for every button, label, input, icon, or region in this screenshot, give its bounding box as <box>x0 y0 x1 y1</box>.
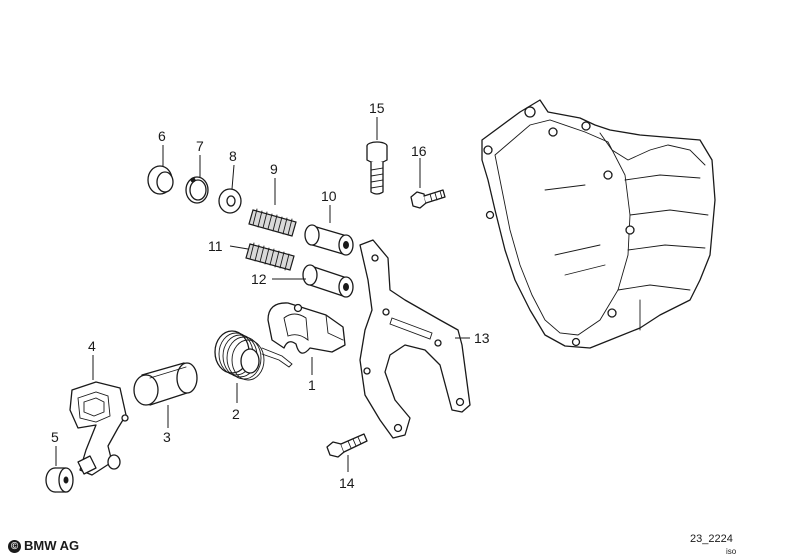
copyright-text: BMW AG <box>24 538 80 553</box>
part-label-4: 4 <box>88 338 96 354</box>
part-label-9: 9 <box>270 161 278 177</box>
spring-9 <box>248 208 297 237</box>
bushing-3 <box>133 362 198 406</box>
shift-fork-1 <box>267 302 346 354</box>
circlip-7 <box>185 176 209 204</box>
part-label-13: 13 <box>474 330 490 346</box>
part-label-8: 8 <box>229 148 237 164</box>
copyright-notice: ©BMW AG <box>8 538 79 553</box>
leader-lines <box>55 117 470 472</box>
part-label-6: 6 <box>158 128 166 144</box>
copyright-icon: © <box>8 540 21 553</box>
seal-ring-6 <box>147 165 174 195</box>
drawing-number: 23_2224 <box>690 533 733 545</box>
part-number-labels: 6 7 8 9 10 11 12 15 16 13 1 2 3 4 5 14 <box>51 100 490 491</box>
view-tag: iso <box>726 547 737 556</box>
part-label-5: 5 <box>51 429 59 445</box>
spring-11 <box>245 242 295 271</box>
part-label-15: 15 <box>369 100 385 116</box>
sleeve-10 <box>304 224 354 256</box>
roller-5 <box>45 467 74 493</box>
part-label-3: 3 <box>163 429 171 445</box>
sleeve-12 <box>302 264 354 298</box>
part-label-1: 1 <box>308 377 316 393</box>
bolt-16 <box>410 189 446 209</box>
bracket-plate-13 <box>359 239 471 439</box>
part-label-2: 2 <box>232 406 240 422</box>
part-label-11: 11 <box>208 238 223 254</box>
part-label-12: 12 <box>251 271 267 287</box>
shift-lever-4 <box>69 381 129 476</box>
bolt-14 <box>326 433 368 458</box>
part-label-16: 16 <box>411 143 427 159</box>
part-label-10: 10 <box>321 188 337 204</box>
part-label-7: 7 <box>196 138 204 154</box>
torsion-spring-2 <box>214 330 293 381</box>
transmission-housing <box>481 99 716 349</box>
part-label-14: 14 <box>339 475 355 491</box>
washer-8 <box>218 188 242 214</box>
bolt-15 <box>366 141 388 195</box>
